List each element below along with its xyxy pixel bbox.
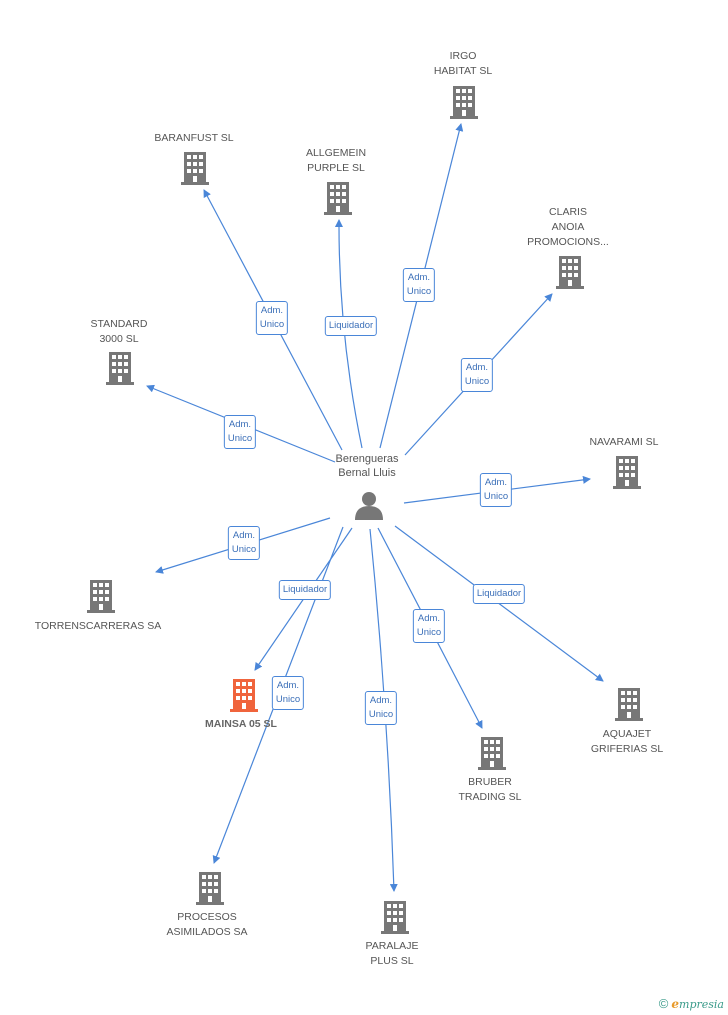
relation-badge-allgemein: Liquidador [324,316,378,336]
building-icon[interactable] [381,901,409,934]
building-icon[interactable] [181,152,209,185]
company-label-procesos[interactable]: PROCESOS ASIMILADOS SA [166,911,248,938]
relation-badge-claris: Adm. Unico [460,358,494,392]
building-icon[interactable] [230,679,258,712]
company-label-navarami[interactable]: NAVARAMI SL [589,436,659,448]
company-label-irgo[interactable]: IRGO HABITAT SL [433,50,493,77]
relation-badge-aquajet: Liquidador [472,584,526,604]
brand-logo: empresia [671,996,724,1011]
building-icon[interactable] [615,688,643,721]
building-icon[interactable] [87,580,115,613]
company-label-aquajet[interactable]: AQUAJET GRIFERIAS SL [590,728,664,755]
company-label-bruber[interactable]: BRUBER TRADING SL [458,776,522,803]
company-label-baranfust[interactable]: BARANFUST SL [154,132,234,144]
building-icon[interactable] [556,256,584,289]
footer-brand: © empresia [659,996,724,1011]
company-label-standard[interactable]: STANDARD 3000 SL [90,318,148,345]
company-label-paralaje[interactable]: PARALAJE PLUS SL [365,940,419,967]
relation-badge-irgo: Adm. Unico [402,268,436,302]
building-icon[interactable] [613,456,641,489]
company-label-allgemein[interactable]: ALLGEMEIN PURPLE SL [305,147,367,174]
relation-badge-bruber: Adm. Unico [412,609,446,643]
building-icon[interactable] [324,182,352,215]
relation-badge-mainsa: Liquidador [278,580,332,600]
building-icon[interactable] [478,737,506,770]
center-person-label[interactable]: Berengueras Bernal Lluis [335,453,399,479]
building-icon[interactable] [106,352,134,385]
relation-badge-paralaje: Adm. Unico [364,691,398,725]
relation-badge-baranfust: Adm. Unico [255,301,289,335]
company-label-mainsa[interactable]: MAINSA 05 SL [205,718,277,730]
relation-badge-standard: Adm. Unico [223,415,257,449]
company-label-claris[interactable]: CLARIS ANOIA PROMOCIONS... [527,206,609,248]
relation-badge-torrens: Adm. Unico [227,526,261,560]
relation-badge-procesos: Adm. Unico [271,676,305,710]
building-icon[interactable] [450,86,478,119]
building-icon[interactable] [196,872,224,905]
person-icon[interactable] [355,492,383,520]
copyright-icon: © [658,996,669,1011]
company-label-torrens[interactable]: TORRENSCARRERAS SA [34,620,162,632]
relation-badge-navarami: Adm. Unico [479,473,513,507]
